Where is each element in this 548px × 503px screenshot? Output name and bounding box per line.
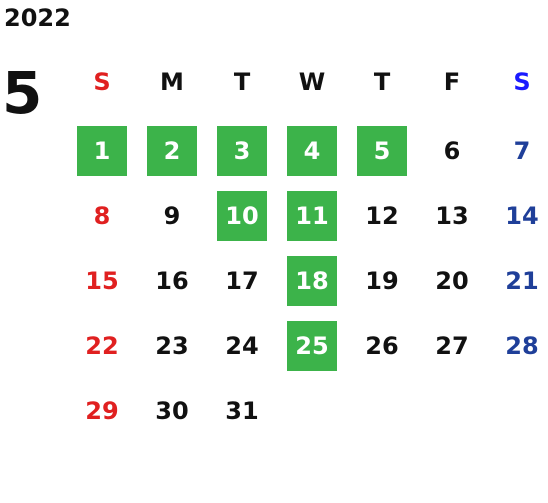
calendar-month: 5: [2, 59, 43, 127]
calendar-day-17[interactable]: 17: [225, 267, 259, 295]
weekday-header: S M T W T F S: [67, 66, 548, 98]
calendar-day-31[interactable]: 31: [225, 397, 259, 425]
calendar-day-19[interactable]: 19: [365, 267, 399, 295]
calendar-day-21[interactable]: 21: [505, 267, 539, 295]
calendar-year: 2022: [4, 4, 71, 32]
weekday-saturday: S: [513, 68, 531, 96]
calendar-day-7[interactable]: 7: [513, 137, 531, 165]
calendar-day-25[interactable]: 25: [287, 321, 337, 371]
weekday-tuesday: T: [233, 68, 251, 96]
weekday-monday: M: [160, 68, 184, 96]
calendar-day-2[interactable]: 2: [147, 126, 197, 176]
weekday-wednesday: W: [298, 68, 326, 96]
calendar-day-8[interactable]: 8: [93, 202, 111, 230]
calendar-day-20[interactable]: 20: [435, 267, 469, 295]
calendar-day-14[interactable]: 14: [505, 202, 539, 230]
calendar-day-30[interactable]: 30: [155, 397, 189, 425]
calendar-day-27[interactable]: 27: [435, 332, 469, 360]
calendar-day-22[interactable]: 22: [85, 332, 119, 360]
weekday-friday: F: [443, 68, 461, 96]
calendar-day-23[interactable]: 23: [155, 332, 189, 360]
calendar-day-26[interactable]: 26: [365, 332, 399, 360]
calendar-day-12[interactable]: 12: [365, 202, 399, 230]
calendar-day-3[interactable]: 3: [217, 126, 267, 176]
calendar-day-11[interactable]: 11: [287, 191, 337, 241]
calendar-day-16[interactable]: 16: [155, 267, 189, 295]
calendar-day-28[interactable]: 28: [505, 332, 539, 360]
calendar-day-18[interactable]: 18: [287, 256, 337, 306]
calendar-day-29[interactable]: 29: [85, 397, 119, 425]
calendar-day-1[interactable]: 1: [77, 126, 127, 176]
calendar-day-24[interactable]: 24: [225, 332, 259, 360]
calendar-day-6[interactable]: 6: [443, 137, 461, 165]
calendar-day-5[interactable]: 5: [357, 126, 407, 176]
calendar-day-4[interactable]: 4: [287, 126, 337, 176]
calendar-day-9[interactable]: 9: [163, 202, 181, 230]
calendar-day-13[interactable]: 13: [435, 202, 469, 230]
calendar-day-10[interactable]: 10: [217, 191, 267, 241]
calendar-day-15[interactable]: 15: [85, 267, 119, 295]
weekday-sunday: S: [93, 68, 111, 96]
weekday-thursday: T: [373, 68, 391, 96]
